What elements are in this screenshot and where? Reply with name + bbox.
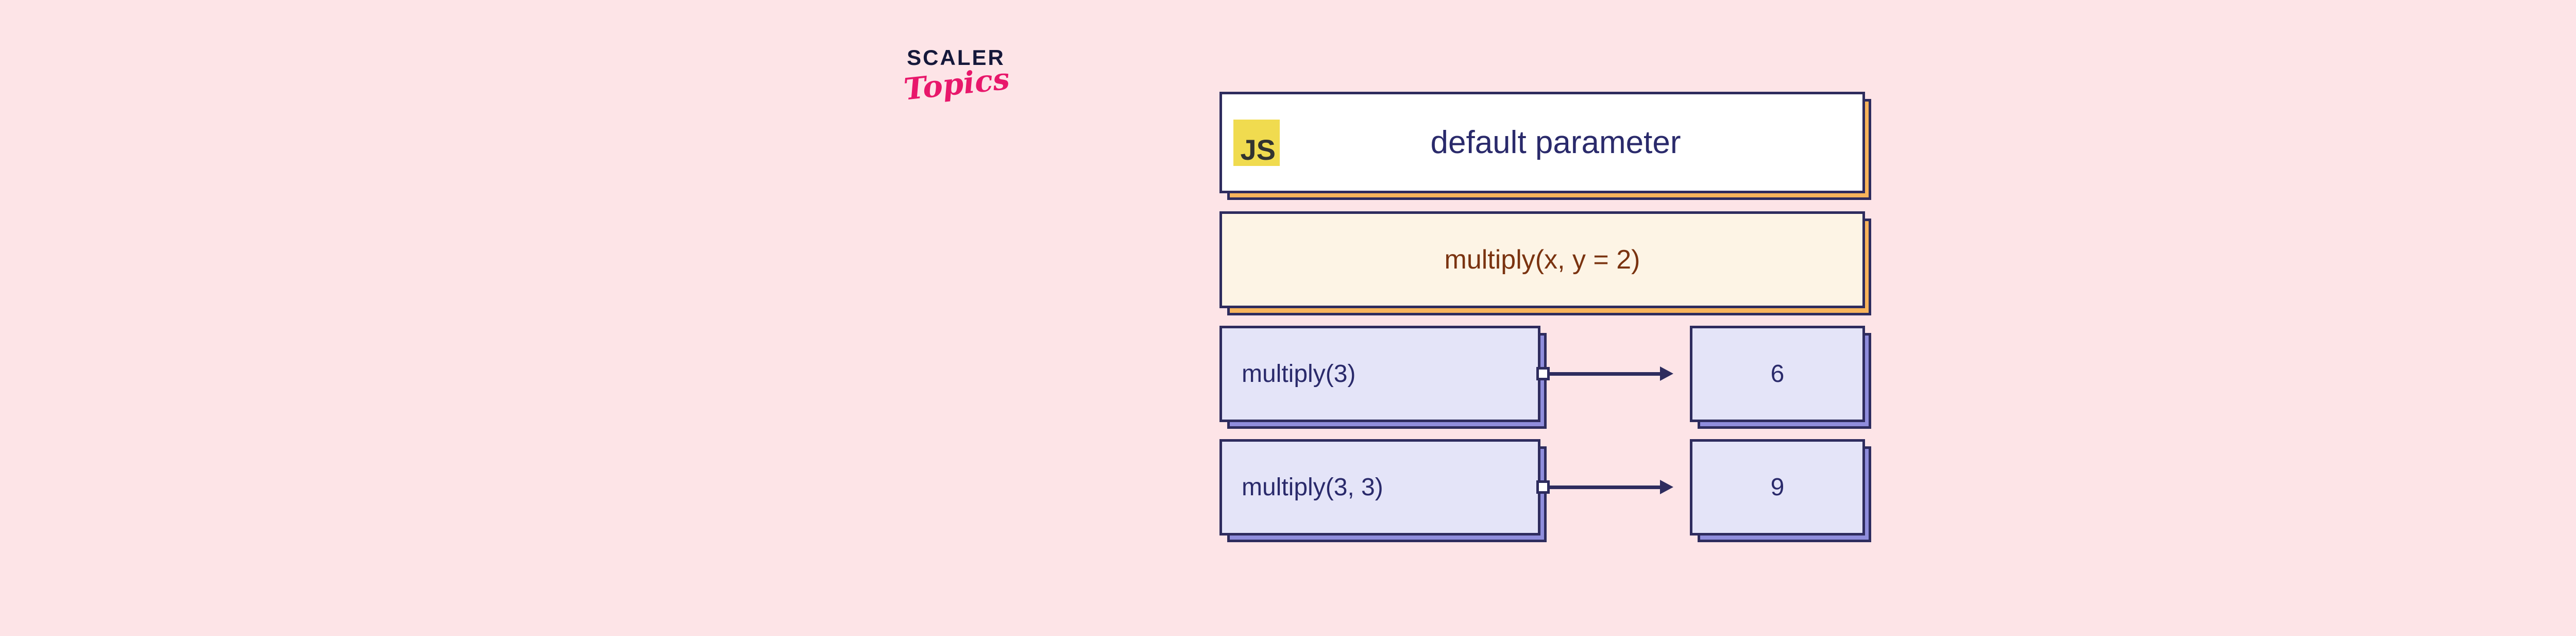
function-signature-card: multiply(x, y = 2) [1219,211,1865,308]
result-card-2: 9 [1690,439,1865,535]
result-card-1: 6 [1690,326,1865,422]
function-signature-text: multiply(x, y = 2) [1444,245,1640,275]
call-label-1: multiply(3) [1242,360,1356,388]
scaler-topics-logo: SCALER Topics [890,45,1029,133]
javascript-logo-icon: JS [1233,119,1280,166]
call-card-2: multiply(3, 3) [1219,439,1540,535]
arrow-right-icon-1 [1536,363,1675,384]
call-card-1: multiply(3) [1219,326,1540,422]
arrow-line-2 [1549,486,1663,489]
page-title: default parameter [1430,125,1681,160]
result-label-1: 6 [1770,360,1785,388]
call-label-2: multiply(3, 3) [1242,474,1383,501]
arrow-head-2 [1660,480,1673,494]
header-card: JS default parameter [1219,92,1865,193]
connector-square-2 [1536,480,1550,494]
arrow-right-icon-2 [1536,477,1675,497]
result-label-2: 9 [1770,474,1785,501]
arrow-head-1 [1660,366,1673,381]
arrow-line-1 [1549,372,1663,376]
connector-square-1 [1536,367,1550,380]
logo-wordmark-scaler: SCALER [907,45,1005,70]
